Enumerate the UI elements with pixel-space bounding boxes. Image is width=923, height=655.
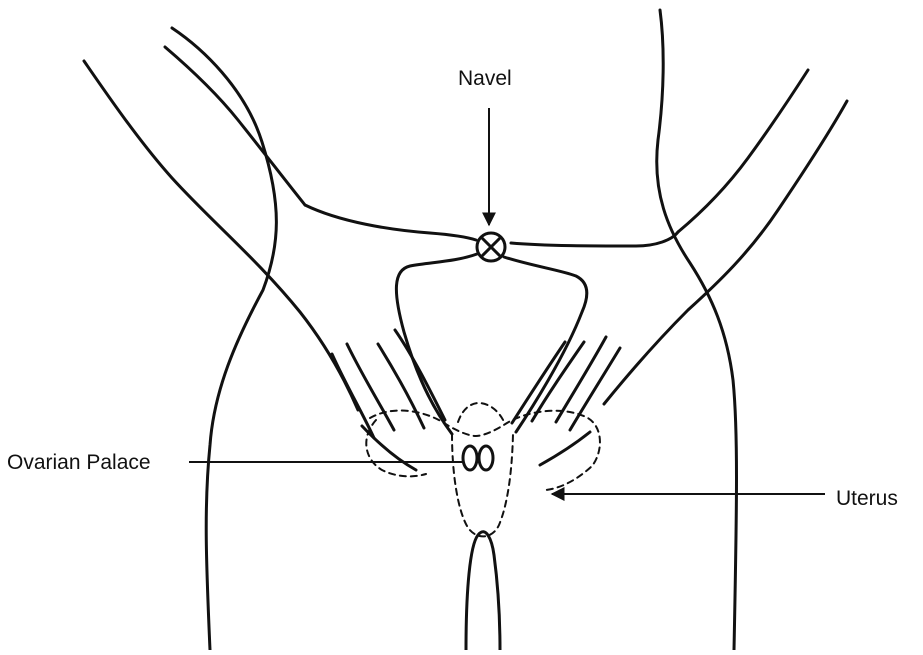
left-arm-inner xyxy=(165,47,305,205)
waist-line-left xyxy=(305,205,476,240)
ovarian-right xyxy=(479,446,493,470)
hands-triangle-right xyxy=(504,257,587,432)
navel-label: Navel xyxy=(458,68,512,89)
legs-gap xyxy=(466,532,500,650)
navel-marker xyxy=(477,233,505,261)
hands-triangle xyxy=(396,254,477,434)
left-finger-4 xyxy=(395,330,445,420)
left-arm-outer xyxy=(84,61,358,410)
left-hand-tip xyxy=(362,426,416,470)
waist-line-right xyxy=(511,232,678,246)
right-arm-outer xyxy=(604,101,847,404)
right-arm-inner xyxy=(678,70,808,232)
torso-left-outline xyxy=(172,28,276,650)
right-hand-tip xyxy=(540,432,590,465)
ovarian-palace-label: Ovarian Palace xyxy=(7,452,151,473)
left-finger-1 xyxy=(332,354,374,438)
uterus-label: Uterus xyxy=(836,488,898,509)
ovarian-left xyxy=(463,446,477,470)
